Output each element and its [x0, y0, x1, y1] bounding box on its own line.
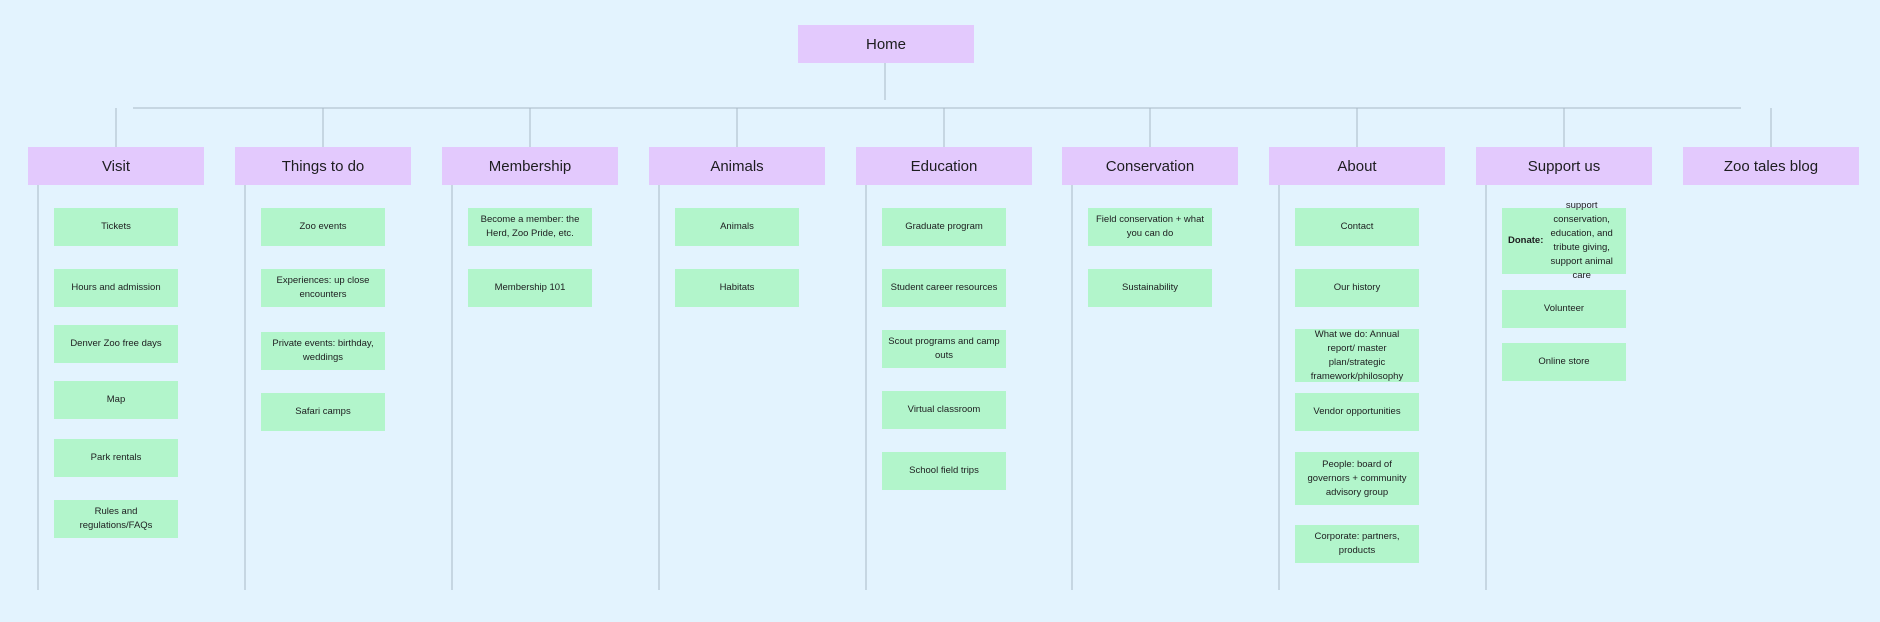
sitemap-item: Field conservation + what you can do	[1088, 208, 1212, 246]
sitemap-item: Student career resources	[882, 269, 1006, 307]
category-node: Animals	[649, 147, 825, 185]
sitemap-item: Membership 101	[468, 269, 592, 307]
sitemap-item: Vendor opportunities	[1295, 393, 1419, 431]
sitemap-item: Our history	[1295, 269, 1419, 307]
sitemap-item: Park rentals	[54, 439, 178, 477]
sitemap-item: Denver Zoo free days	[54, 325, 178, 363]
sitemap-item: Become a member: the Herd, Zoo Pride, et…	[468, 208, 592, 246]
sitemap-item: Tickets	[54, 208, 178, 246]
sitemap-item: Private events: birthday, weddings	[261, 332, 385, 370]
sitemap-item: Experiences: up close encounters	[261, 269, 385, 307]
sitemap-item: Corporate: partners, products	[1295, 525, 1419, 563]
category-node: Membership	[442, 147, 618, 185]
category-node: Visit	[28, 147, 204, 185]
home-node: Home	[798, 25, 974, 63]
category-node: Education	[856, 147, 1032, 185]
category-node: Zoo tales blog	[1683, 147, 1859, 185]
sitemap-item: Animals	[675, 208, 799, 246]
sitemap-item: Map	[54, 381, 178, 419]
sitemap-item: Donate: support conservation, education,…	[1502, 200, 1626, 281]
sitemap-item: School field trips	[882, 452, 1006, 490]
sitemap-item: Contact	[1295, 208, 1419, 246]
sitemap-item: Hours and admission	[54, 269, 178, 307]
sitemap-item: Sustainability	[1088, 269, 1212, 307]
category-node: Things to do	[235, 147, 411, 185]
sitemap-item: Safari camps	[261, 393, 385, 431]
sitemap-item: Rules and regulations/FAQs	[54, 500, 178, 538]
sitemap-item: Graduate program	[882, 208, 1006, 246]
category-node: Conservation	[1062, 147, 1238, 185]
sitemap-item: Scout programs and camp outs	[882, 330, 1006, 368]
sitemap-item: Habitats	[675, 269, 799, 307]
sitemap-item: Online store	[1502, 343, 1626, 381]
sitemap-item: Virtual classroom	[882, 391, 1006, 429]
category-node: About	[1269, 147, 1445, 185]
sitemap-item: Volunteer	[1502, 290, 1626, 328]
sitemap-item: What we do: Annual report/ master plan/s…	[1295, 329, 1419, 382]
category-node: Support us	[1476, 147, 1652, 185]
sitemap-item: People: board of governors + community a…	[1295, 452, 1419, 505]
sitemap-item: Zoo events	[261, 208, 385, 246]
